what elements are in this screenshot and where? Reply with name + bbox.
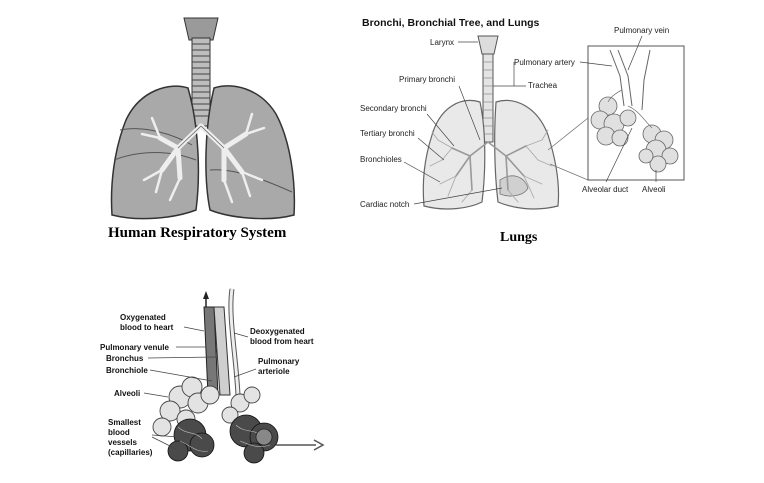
label-bronchioles: Bronchioles: [360, 155, 402, 164]
label-oxygenated-2: blood to heart: [120, 323, 174, 332]
bronchial-tree-panel: Bronchi, Bronchial Tree, and Lungs: [352, 10, 692, 250]
label-smallest-2: blood: [108, 428, 130, 437]
respiratory-system-panel: Human Respiratory System: [100, 10, 315, 250]
label-deoxygenated-1: Deoxygenated: [250, 327, 305, 336]
label-pulmonary-vein: Pulmonary vein: [614, 26, 669, 35]
label-bronchus: Bronchus: [106, 354, 144, 363]
label-oxygenated-1: Oxygenated: [120, 313, 166, 322]
label-smallest-3: vessels: [108, 438, 137, 447]
label-pulmonary-arteriole-2: arteriole: [258, 367, 290, 376]
label-pulmonary-venule: Pulmonary venule: [100, 343, 169, 352]
label-larynx: Larynx: [430, 38, 454, 47]
label-alveoli-p3: Alveoli: [114, 389, 140, 398]
label-trachea: Trachea: [528, 81, 558, 90]
label-deoxygenated-2: blood from heart: [250, 337, 314, 346]
alveoli-illustration: Oxygenated blood to heart Pulmonary venu…: [100, 288, 325, 464]
label-smallest-1: Smallest: [108, 418, 141, 427]
bronchial-tree-illustration: Bronchi, Bronchial Tree, and Lungs: [360, 17, 685, 210]
label-cardiac-notch: Cardiac notch: [360, 200, 409, 209]
label-secondary-bronchi: Secondary bronchi: [360, 104, 427, 113]
label-tertiary-bronchi: Tertiary bronchi: [360, 129, 415, 138]
label-smallest-4: (capillaries): [108, 448, 153, 457]
label-bronchiole: Bronchiole: [106, 366, 148, 375]
alveoli-panel: Oxygenated blood to heart Pulmonary venu…: [100, 285, 335, 480]
respiratory-system-illustration: [110, 17, 296, 220]
label-primary-bronchi: Primary bronchi: [399, 75, 455, 84]
label-alveolar-duct: Alveolar duct: [582, 185, 629, 194]
label-pulmonary-artery: Pulmonary artery: [514, 58, 575, 67]
bronchial-tree-title: Bronchi, Bronchial Tree, and Lungs: [362, 17, 540, 29]
lungs-caption: Lungs: [500, 230, 538, 245]
label-alveoli: Alveoli: [642, 185, 666, 194]
respiratory-system-caption: Human Respiratory System: [108, 225, 287, 241]
label-pulmonary-arteriole-1: Pulmonary: [258, 357, 300, 366]
